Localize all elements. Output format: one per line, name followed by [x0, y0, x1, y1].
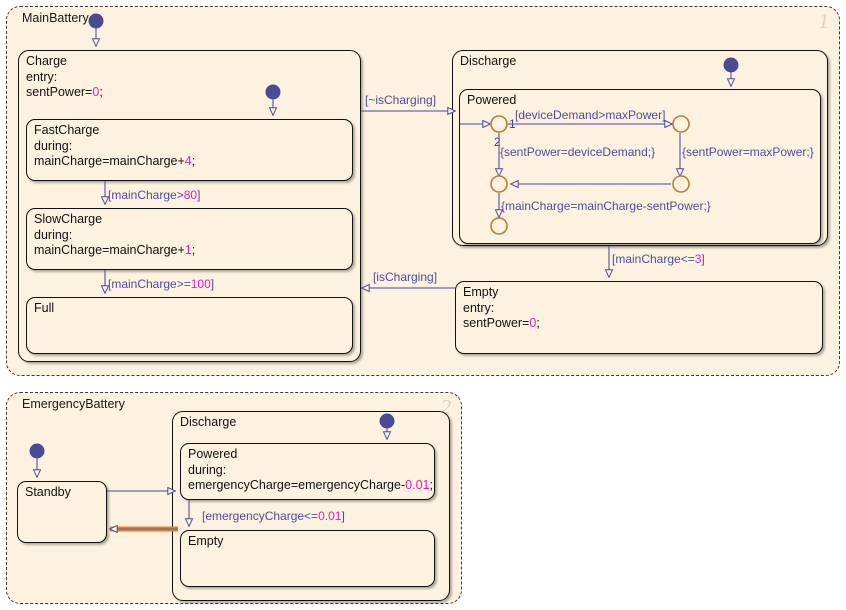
tlabel-emergency-powered-to-empty: [emergencyCharge<=0.01] [202, 509, 345, 523]
state-empty-emergency[interactable]: Empty [180, 530, 435, 587]
state-powered-emergency-text: Powered during: emergencyCharge=emergenc… [188, 447, 433, 492]
state-powered-emergency[interactable]: Powered during: emergencyCharge=emergenc… [180, 443, 435, 500]
state-standby[interactable]: Standby [17, 481, 107, 543]
tlabel-junction-right-action: {sentPower=maxPower;} [682, 145, 814, 159]
state-fastcharge[interactable]: FastCharge during: mainCharge=mainCharge… [26, 119, 353, 181]
tlabel-powered-to-empty: [mainCharge<=3] [612, 252, 705, 266]
junction-order-1: 1 [509, 117, 516, 131]
state-full-text: Full [34, 301, 55, 315]
state-powered-text: Powered [467, 93, 517, 107]
state-standby-text: Standby [25, 485, 71, 499]
state-slowcharge-text: SlowCharge during: mainCharge=mainCharge… [34, 212, 196, 257]
chart-watermark-1: 1 [818, 9, 830, 33]
tlabel-junction-top-branch: [deviceDemand>maxPower] [515, 108, 666, 122]
state-empty-emergency-text: Empty [188, 534, 224, 548]
state-fastcharge-text: FastCharge during: mainCharge=mainCharge… [34, 123, 196, 168]
chart-label-mainbattery: MainBattery [19, 11, 92, 25]
state-discharge-text: Discharge [460, 54, 517, 68]
state-empty-main-text: Empty entry: sentPower=0; [463, 285, 540, 330]
tlabel-fastcharge-to-slowcharge: [mainCharge>80] [108, 188, 201, 202]
state-full[interactable]: Full [26, 297, 353, 354]
tlabel-empty-to-charge: [isCharging] [373, 270, 438, 284]
state-powered[interactable]: Powered [459, 89, 821, 244]
junction-order-2: 2 [494, 135, 501, 149]
state-empty-main[interactable]: Empty entry: sentPower=0; [455, 281, 823, 354]
state-charge-text: Charge entry: sentPower=0; [26, 54, 103, 99]
state-discharge-emergency-text: Discharge [180, 415, 237, 429]
state-slowcharge[interactable]: SlowCharge during: mainCharge=mainCharge… [26, 208, 353, 270]
tlabel-slowcharge-to-full: [mainCharge>=100] [108, 277, 215, 291]
chart-watermark-2: 2 [440, 395, 452, 419]
tlabel-charge-to-discharge: [~isCharging] [365, 93, 437, 107]
tlabel-junction-left-action: {sentPower=deviceDemand;} [500, 145, 656, 159]
chart-label-emergencybattery: EmergencyBattery [19, 397, 128, 411]
tlabel-junction-merge-action: {mainCharge=mainCharge-sentPower;} [501, 199, 711, 213]
